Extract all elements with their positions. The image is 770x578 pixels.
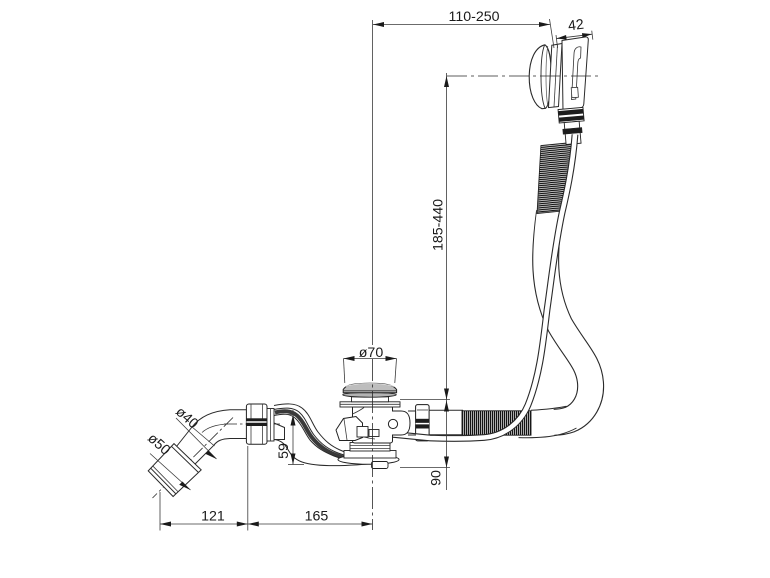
svg-text:42: 42 xyxy=(567,17,585,35)
svg-text:ø70: ø70 xyxy=(359,345,384,361)
svg-text:121: 121 xyxy=(201,509,225,525)
svg-text:110-250: 110-250 xyxy=(448,9,499,25)
svg-text:59: 59 xyxy=(276,443,292,459)
svg-text:185-440: 185-440 xyxy=(431,199,447,251)
svg-text:90: 90 xyxy=(429,470,445,486)
svg-text:165: 165 xyxy=(305,509,329,525)
